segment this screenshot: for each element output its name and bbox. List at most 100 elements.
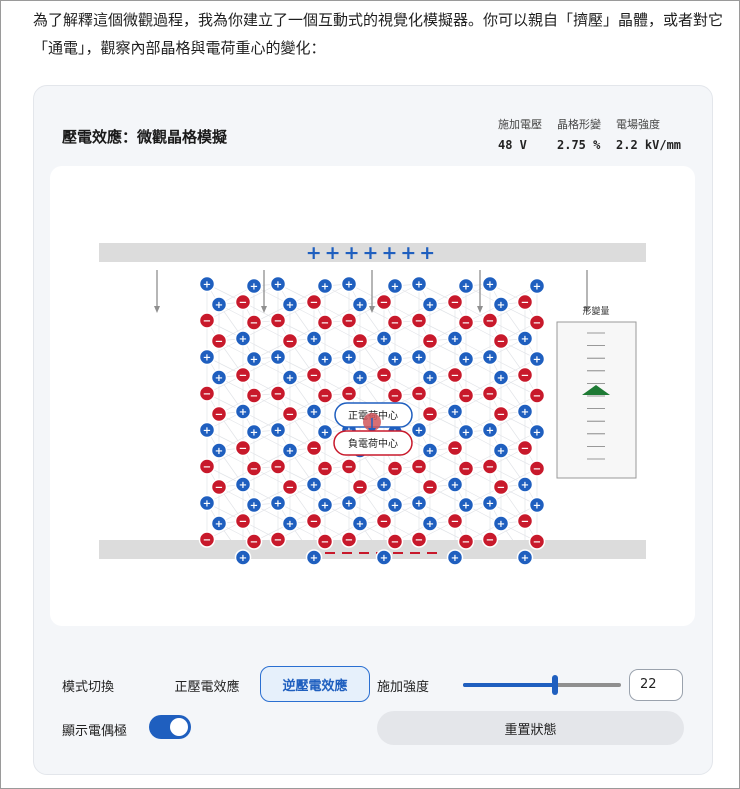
simulator-title: 壓電效應：微觀晶格模擬	[62, 128, 228, 146]
strength-number-input[interactable]: 22	[629, 669, 683, 701]
ion-sign: −	[345, 316, 353, 327]
ion-sign: −	[451, 371, 459, 382]
negative-ion-disc	[281, 478, 299, 496]
ion-sign: +	[215, 519, 223, 530]
positive-ion: +	[281, 296, 299, 313]
strength-slider-thumb[interactable]	[551, 675, 558, 695]
positive-ion-disc	[234, 403, 252, 420]
ion-sign: −	[203, 316, 211, 327]
negative-ion: −	[386, 314, 404, 331]
positive-ion-disc	[410, 494, 428, 512]
positive-ion-disc	[198, 421, 216, 439]
positive-ion: +	[245, 277, 263, 295]
negative-ion: −	[386, 533, 404, 550]
negative-ion: −	[446, 512, 464, 530]
positive-ion-disc	[316, 277, 334, 295]
positive-ion: +	[234, 476, 252, 493]
negative-ion: −	[528, 314, 546, 331]
negative-ion-disc	[269, 385, 287, 402]
negative-ion-disc	[386, 533, 404, 550]
mode-direct-button[interactable]: 正壓電效應	[174, 679, 240, 695]
positive-ion-disc	[492, 442, 510, 459]
positive-ion: +	[386, 496, 404, 514]
ion-sign: +	[274, 280, 282, 291]
positive-ion: +	[316, 423, 334, 441]
positive-ion: +	[351, 296, 369, 313]
negative-ion-disc	[305, 512, 323, 530]
negative-ion-disc	[210, 332, 228, 350]
positive-ion-disc	[386, 277, 404, 295]
ion-sign: +	[250, 501, 258, 512]
ion-sign: +	[215, 373, 223, 384]
dipole-toggle[interactable]	[149, 715, 191, 739]
gauge-ticks	[587, 332, 605, 460]
negative-ion: −	[269, 531, 287, 548]
negative-ion: −	[269, 458, 287, 475]
positive-ion: +	[481, 348, 499, 366]
positive-ion-disc	[386, 496, 404, 514]
negative-ion: −	[305, 293, 323, 311]
negative-ion: −	[481, 312, 499, 329]
positive-ion: +	[316, 496, 334, 514]
ion-sign: +	[356, 373, 364, 384]
ion-sign: −	[391, 318, 399, 329]
positive-ion-disc	[410, 421, 428, 439]
mode-inverse-button[interactable]: 逆壓電效應	[260, 666, 370, 702]
ion-sign: −	[451, 517, 459, 528]
positive-ion-disc	[481, 275, 499, 293]
ion-sign: −	[274, 535, 282, 546]
positive-ion-disc	[316, 423, 334, 441]
positive-ion-disc	[281, 442, 299, 459]
lattice-canvas[interactable]: +++++++ +−+−+−+−+−+−+−+−+−+−+−++−+−+−+−+…	[50, 166, 695, 626]
ion-sign: −	[380, 371, 388, 382]
ion-sign: +	[215, 300, 223, 311]
positive-ion-disc	[446, 330, 464, 347]
stat-deformation: 晶格形變 2.75 %	[557, 116, 601, 152]
ion-sign: −	[286, 337, 294, 348]
negative-ion: −	[446, 293, 464, 311]
positive-ion: +	[305, 403, 323, 420]
ion-sign: −	[215, 483, 223, 494]
ion-sign: +	[426, 446, 434, 457]
ion-sign: +	[286, 446, 294, 457]
positive-ion-disc	[421, 442, 439, 459]
ion-sign: +	[521, 334, 529, 345]
negative-ion-disc	[516, 512, 534, 530]
strength-label: 施加強度	[377, 680, 430, 695]
negative-ion: −	[386, 387, 404, 404]
positive-ion-disc	[386, 350, 404, 368]
positive-ion: +	[516, 476, 534, 493]
ion-sign: +	[310, 480, 318, 491]
ion-sign: +	[380, 553, 388, 564]
positive-ion-disc	[340, 494, 358, 512]
positive-ion: +	[516, 403, 534, 420]
positive-ion: +	[210, 515, 228, 532]
negative-ion-disc	[446, 366, 464, 384]
positive-ion-disc	[281, 296, 299, 313]
ion-sign: −	[203, 535, 211, 546]
negative-ion-disc	[386, 460, 404, 477]
positive-ion: +	[446, 549, 464, 566]
negative-ion-disc	[210, 405, 228, 423]
positive-ion: +	[234, 330, 252, 347]
positive-ion-disc	[446, 549, 464, 566]
ion-sign: −	[310, 298, 318, 309]
positive-ion-disc	[305, 549, 323, 566]
positive-ion-disc	[351, 369, 369, 386]
compression-arrow-head	[477, 306, 483, 313]
ion-sign: +	[286, 373, 294, 384]
ion-sign: −	[274, 316, 282, 327]
ion-sign: +	[391, 282, 399, 293]
ion-sign: −	[533, 318, 541, 329]
positive-ion: +	[481, 494, 499, 512]
positive-ion-disc	[316, 496, 334, 514]
positive-ion-disc	[457, 350, 475, 368]
positive-ion-disc	[410, 275, 428, 293]
positive-ion-disc	[481, 348, 499, 366]
reset-button[interactable]: 重置狀態	[377, 711, 684, 745]
negative-ion: −	[305, 512, 323, 530]
stat-field-label: 電場強度	[616, 118, 660, 131]
positive-ion-disc	[481, 421, 499, 439]
ion-sign: +	[451, 407, 459, 418]
negative-ion: −	[210, 478, 228, 496]
